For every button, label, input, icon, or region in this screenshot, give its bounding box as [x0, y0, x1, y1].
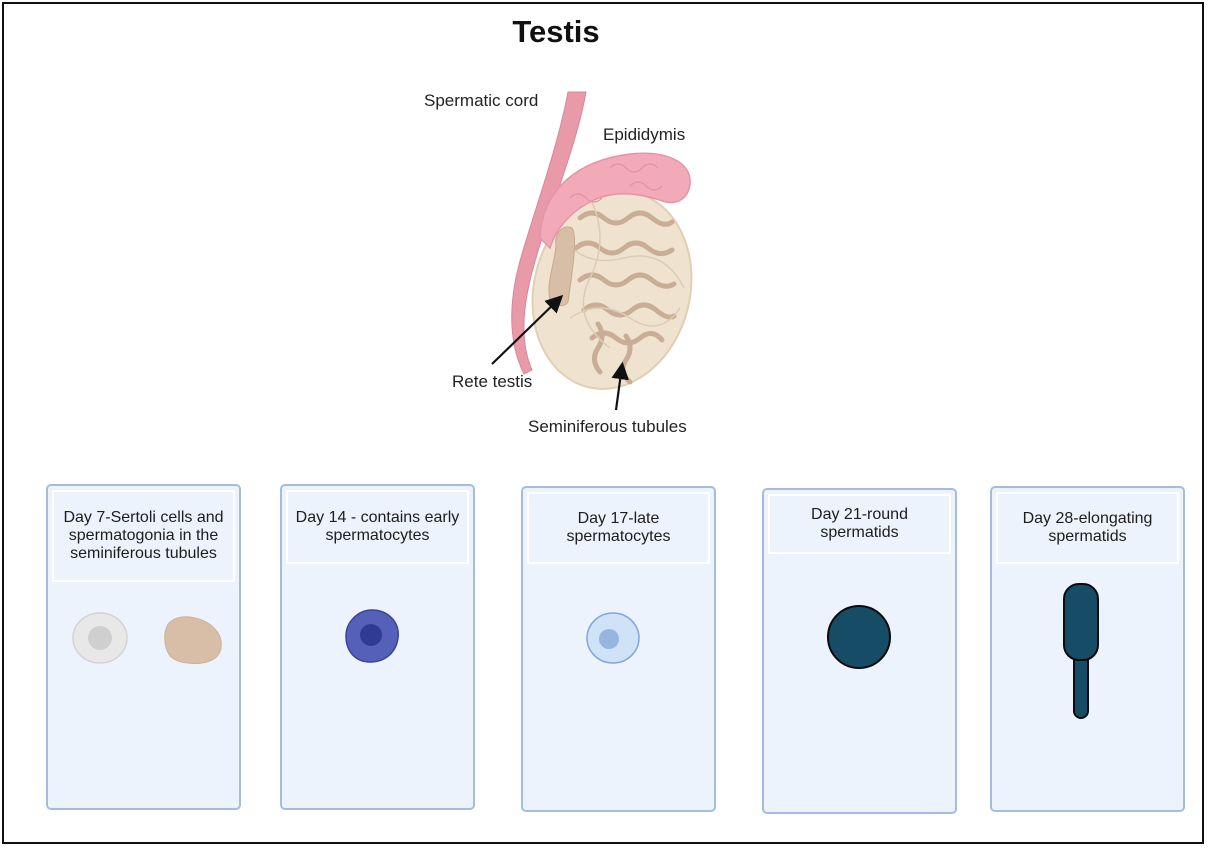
day7-cells [66, 608, 226, 668]
day21-cells [824, 602, 894, 672]
stage-card-day7: Day 7-Sertoli cells and spermatogonia in… [46, 484, 241, 810]
stage-label: Day 17-late spermatocytes [527, 492, 710, 564]
stage-card-day17: Day 17-late spermatocytes [521, 486, 716, 812]
day28-cells [1062, 582, 1100, 722]
stage-label: Day 7-Sertoli cells and spermatogonia in… [52, 490, 235, 582]
stage-label: Day 14 - contains early spermatocytes [286, 490, 469, 564]
day14-cells [342, 606, 402, 666]
figure-title: Testis [0, 14, 1112, 50]
seminiferous-tubules-label: Seminiferous tubules [528, 417, 687, 437]
day17-cells [583, 608, 643, 668]
stage-label: Day 21-round spermatids [768, 494, 951, 554]
round-spermatid-icon [828, 606, 890, 668]
stage-card-day28: Day 28-elongating spermatids [990, 486, 1185, 812]
stage-card-day14: Day 14 - contains early spermatocytes [280, 484, 475, 810]
stage-label: Day 28-elongating spermatids [996, 492, 1179, 564]
testis-illustration [480, 88, 700, 418]
elongating-spermatid-icon [1064, 584, 1098, 718]
stage-card-day21: Day 21-round spermatids [762, 488, 957, 814]
spermatogonium-icon [165, 617, 222, 664]
